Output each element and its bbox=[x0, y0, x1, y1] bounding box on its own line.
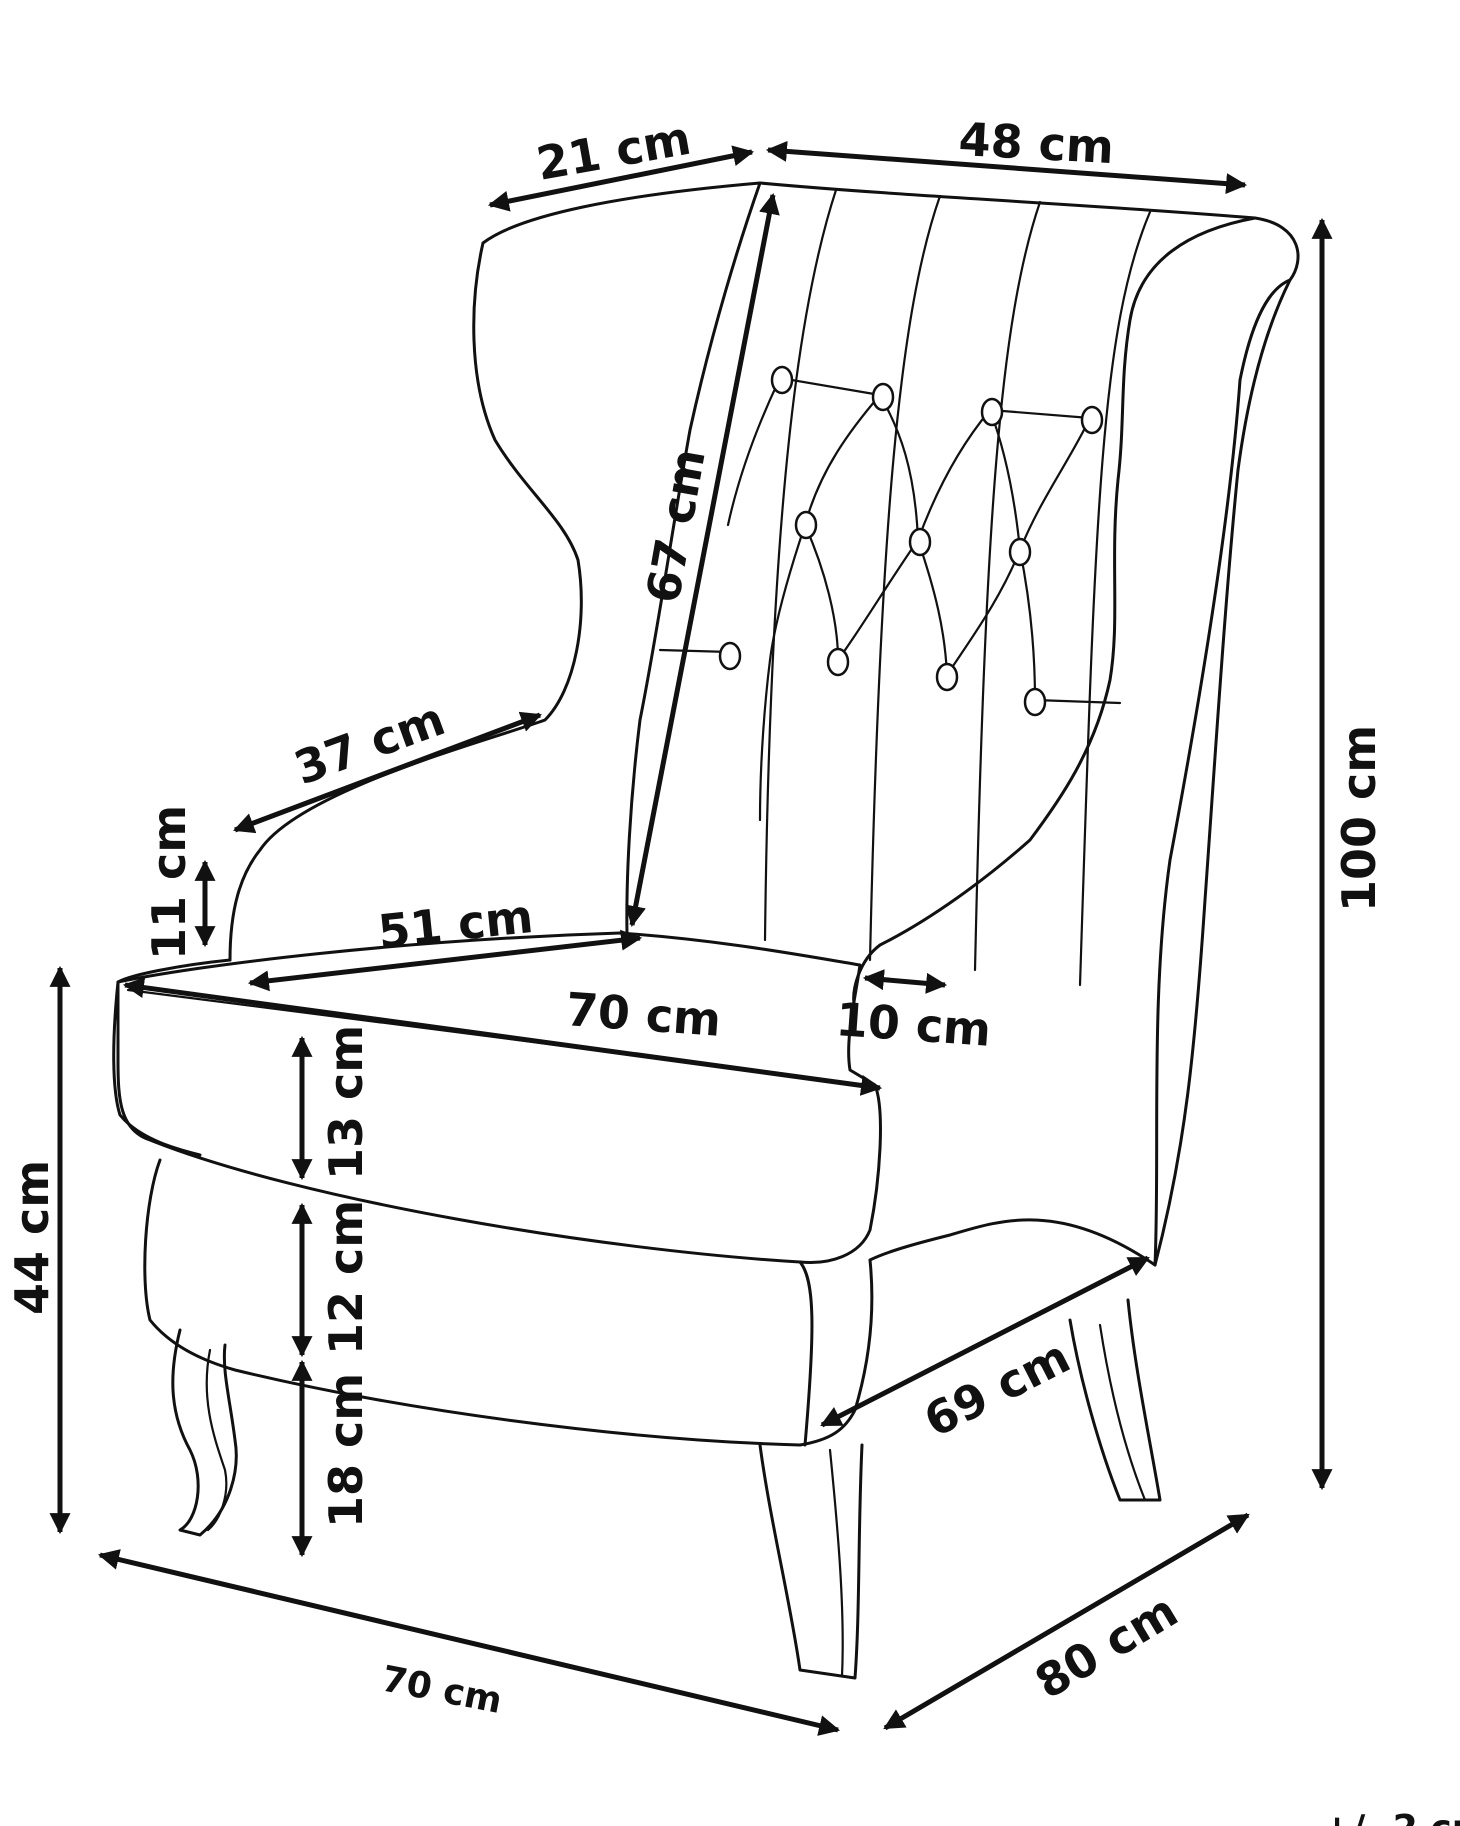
label-inner-depth: 69 cm bbox=[915, 1329, 1078, 1448]
label-leg-height: 18 cm bbox=[319, 1373, 373, 1528]
label-total-width: 70 cm bbox=[378, 1659, 505, 1722]
label-total-height: 100 cm bbox=[1332, 725, 1386, 912]
right-wing bbox=[852, 216, 1257, 1012]
label-seat-depth: 51 cm bbox=[376, 889, 536, 959]
label-total-depth: 80 cm bbox=[1026, 1583, 1187, 1709]
seat-cushion bbox=[116, 931, 882, 1265]
label-base-height: 12 cm bbox=[319, 1200, 373, 1355]
leg-front-right bbox=[758, 1443, 864, 1680]
label-cushion-height: 13 cm bbox=[319, 1025, 373, 1180]
leg-front-left bbox=[171, 1328, 238, 1537]
label-armrest-width: 10 cm bbox=[834, 992, 993, 1057]
label-seat-height: 44 cm bbox=[5, 1160, 59, 1315]
chair-outline bbox=[112, 181, 1300, 1680]
tufting-buttons bbox=[718, 365, 1104, 717]
label-backrest-width: 48 cm bbox=[957, 112, 1115, 174]
label-backrest-height: 67 cm bbox=[636, 445, 716, 607]
label-tolerance: +/- 2 cm bbox=[1322, 1808, 1460, 1826]
seat-base bbox=[143, 1158, 952, 1447]
right-armrest bbox=[1153, 278, 1292, 1267]
dimension-lines bbox=[49, 140, 1333, 1736]
back-frame bbox=[758, 181, 1300, 1267]
label-seat-width: 70 cm bbox=[564, 982, 723, 1047]
label-armrest-height: 11 cm bbox=[142, 805, 196, 960]
